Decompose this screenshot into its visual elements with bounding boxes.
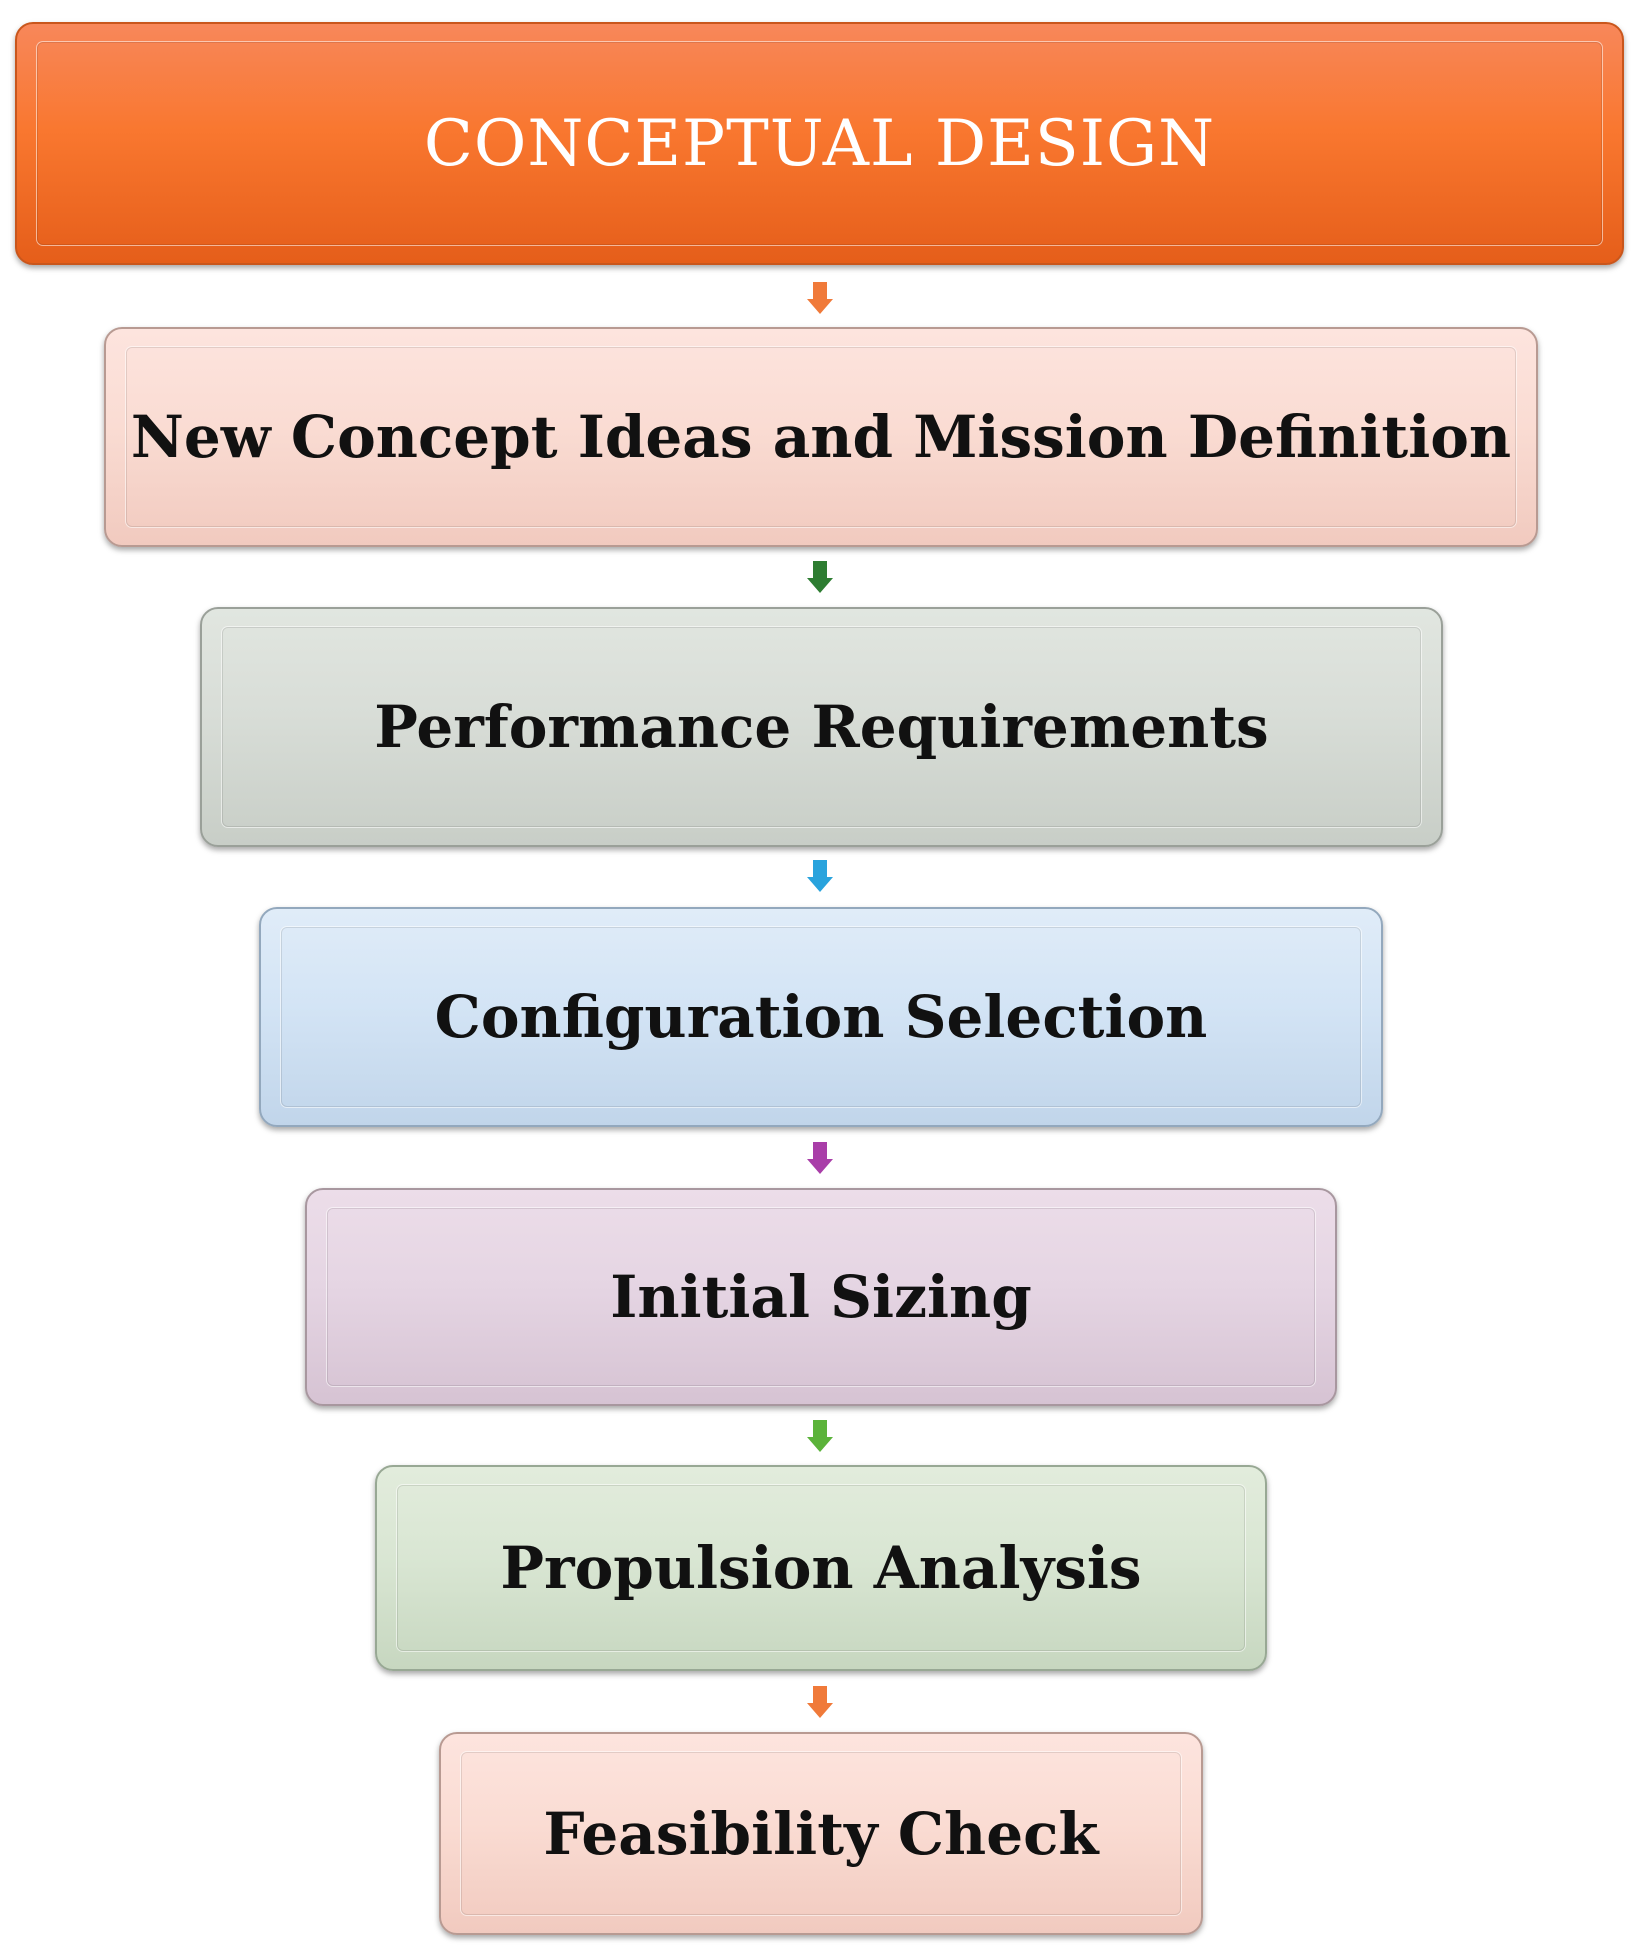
step-box-conceptual-design: CONCEPTUAL DESIGN: [15, 22, 1624, 265]
down-arrow-icon: [807, 1420, 833, 1452]
step-box-feasibility-check: Feasibility Check: [439, 1732, 1203, 1935]
step-label: CONCEPTUAL DESIGN: [423, 106, 1216, 181]
down-arrow-icon: [807, 860, 833, 892]
step-box-initial-sizing: Initial Sizing: [305, 1188, 1337, 1406]
down-arrow-icon: [807, 1142, 833, 1174]
step-label: New Concept Ideas and Mission Definition: [130, 403, 1512, 471]
step-box-propulsion-analysis: Propulsion Analysis: [375, 1465, 1267, 1671]
step-box-new-concept-ideas: New Concept Ideas and Mission Definition: [104, 327, 1538, 547]
step-label: Propulsion Analysis: [500, 1534, 1142, 1602]
step-label: Performance Requirements: [374, 693, 1269, 761]
step-label: Configuration Selection: [434, 983, 1208, 1051]
down-arrow-icon: [807, 1686, 833, 1718]
down-arrow-icon: [807, 561, 833, 593]
step-label: Initial Sizing: [610, 1263, 1032, 1331]
step-box-configuration-selection: Configuration Selection: [259, 907, 1383, 1127]
step-label: Feasibility Check: [543, 1799, 1099, 1868]
step-box-performance-requirements: Performance Requirements: [200, 607, 1443, 847]
down-arrow-icon: [807, 282, 833, 314]
